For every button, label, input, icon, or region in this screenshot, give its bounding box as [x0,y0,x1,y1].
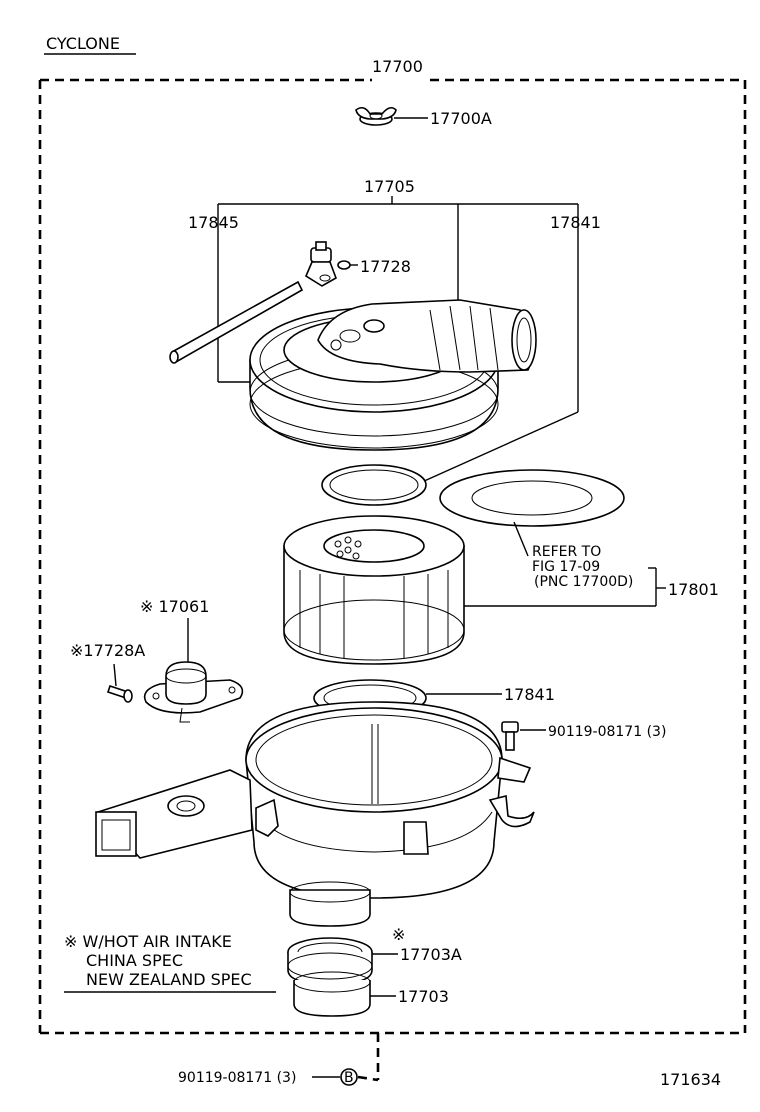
mark-17703A: ※ [392,925,405,944]
refer-line3: (PNC 17700D) [534,574,633,590]
hose-17845 [169,280,304,364]
note-line2: CHINA SPEC [86,951,183,970]
figure-number: 171634 [660,1070,721,1089]
label-17061: ※ 17061 [140,597,209,616]
ref-circle-b-letter: B [344,1070,354,1086]
diagram-title: CYCLONE [46,34,120,53]
vacuum-motor-17061 [143,661,244,723]
label-17705: 17705 [364,177,415,196]
valve-17728 [304,241,351,287]
filter-ring-reference [439,469,625,527]
label-17801: 17801 [668,580,719,599]
duct-17703 [293,971,371,1017]
note-line3: NEW ZEALAND SPEC [86,970,252,989]
label-17703: 17703 [398,987,449,1006]
refer-line2: FIG 17-09 [532,559,600,575]
label-17728: 17728 [360,257,411,276]
wing-nut-17700A [355,106,397,126]
bracket-17801 [460,567,666,607]
assembly-part-number: 17700 [372,57,423,76]
ring-17703A [287,937,373,985]
refer-line1: REFER TO [532,544,601,560]
bolt-right [501,721,519,751]
ref-circle-b [340,1068,358,1086]
gasket-17841-top [321,464,427,506]
upper-case-cover [249,299,537,451]
screw-17728A [106,684,133,703]
label-17841-lower: 17841 [504,685,555,704]
label-bolt-bottom: 90119-08171 (3) [178,1070,296,1086]
label-17703A: 17703A [400,945,462,964]
label-17845: 17845 [188,213,239,232]
leader-refer-note [513,521,529,557]
note-line1: ※ W/HOT AIR INTAKE [64,932,232,951]
filter-element-17801 [283,515,465,665]
label-17700A: 17700A [430,109,492,128]
label-bolt-right: 90119-08171 (3) [548,724,666,740]
label-17728A: ※17728A [70,641,145,660]
label-17841-top: 17841 [550,213,601,232]
lower-case [95,701,535,927]
leader-17728A [113,663,117,687]
assembly-boundary [38,78,747,1080]
leader-ref-b [357,1075,379,1082]
